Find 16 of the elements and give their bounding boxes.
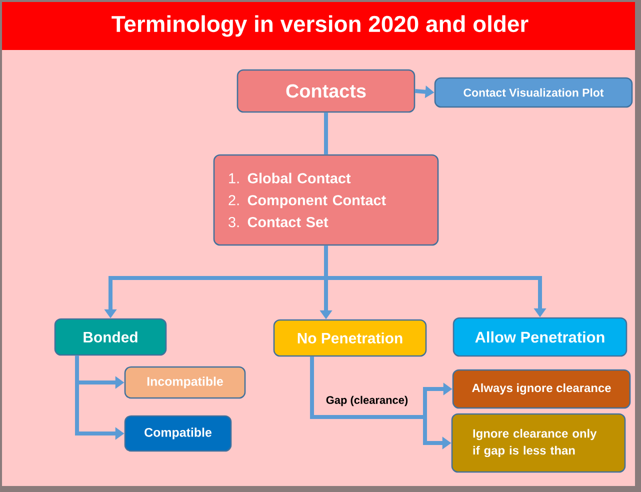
process-box: Allow Penetration: [452, 317, 628, 357]
process-box: Contacts: [236, 69, 416, 113]
edge-label: Gap (clearance): [324, 394, 410, 408]
list-box: 1. Global Contact 2. Component Contact 3. Contact Set: [213, 154, 439, 246]
connector-line: [324, 246, 328, 278]
process-box: Bonded: [54, 318, 167, 356]
process-box: Compatible: [124, 415, 232, 452]
process-box: Contact Visualization Plot: [434, 77, 633, 108]
process-box: Incompatible: [124, 366, 246, 399]
process-box: Always ignore clearance: [452, 369, 631, 409]
connector-line: [310, 356, 425, 419]
process-box: Ignore clearance only if gap is less than: [451, 413, 626, 473]
connector-line: [75, 356, 79, 382]
title-banner: Terminology in version 2020 and older: [2, 2, 635, 50]
process-box: No Penetration: [273, 319, 427, 357]
connector-line: [324, 112, 328, 154]
